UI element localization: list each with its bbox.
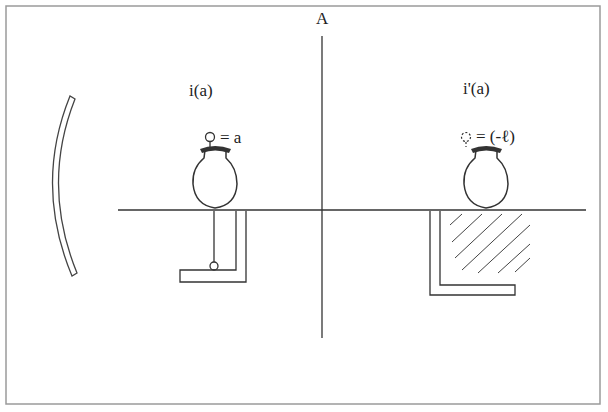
- quadrant-label: i(a): [189, 82, 213, 101]
- quadrant-label: i'(a): [463, 80, 490, 99]
- axis-label: A: [316, 10, 328, 29]
- symbol-note: = (-ℓ): [476, 128, 515, 147]
- symbol-note: = a: [220, 129, 241, 148]
